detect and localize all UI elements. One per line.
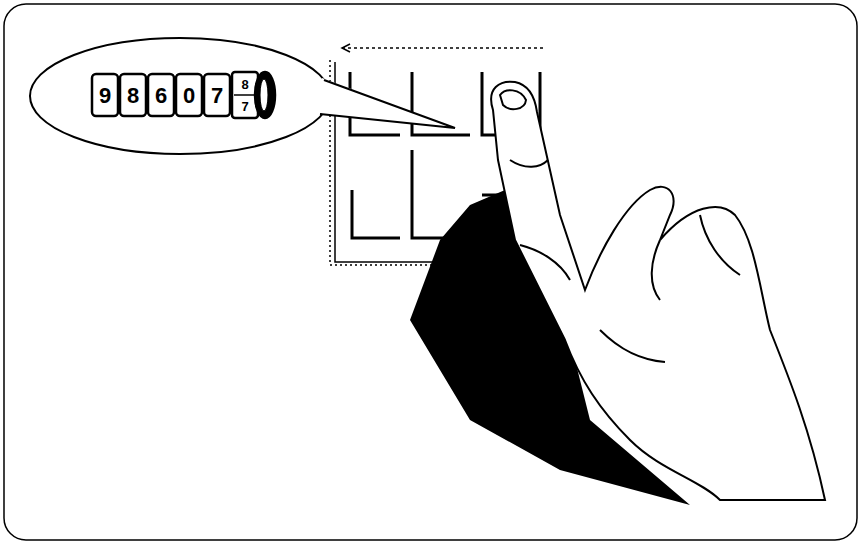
rolling-digit: 8: [241, 78, 248, 91]
counter-drum: [92, 72, 275, 118]
callout-bubble: [30, 38, 455, 154]
rolling-digit: 7: [241, 100, 248, 113]
counter-digit: 9: [99, 85, 111, 107]
counter-digit: 8: [127, 85, 139, 107]
counter-digit: 6: [155, 85, 167, 107]
counter-digit: 0: [183, 85, 195, 107]
counter-digit: 7: [211, 85, 223, 107]
frame: [4, 4, 857, 540]
hand: [491, 82, 825, 500]
